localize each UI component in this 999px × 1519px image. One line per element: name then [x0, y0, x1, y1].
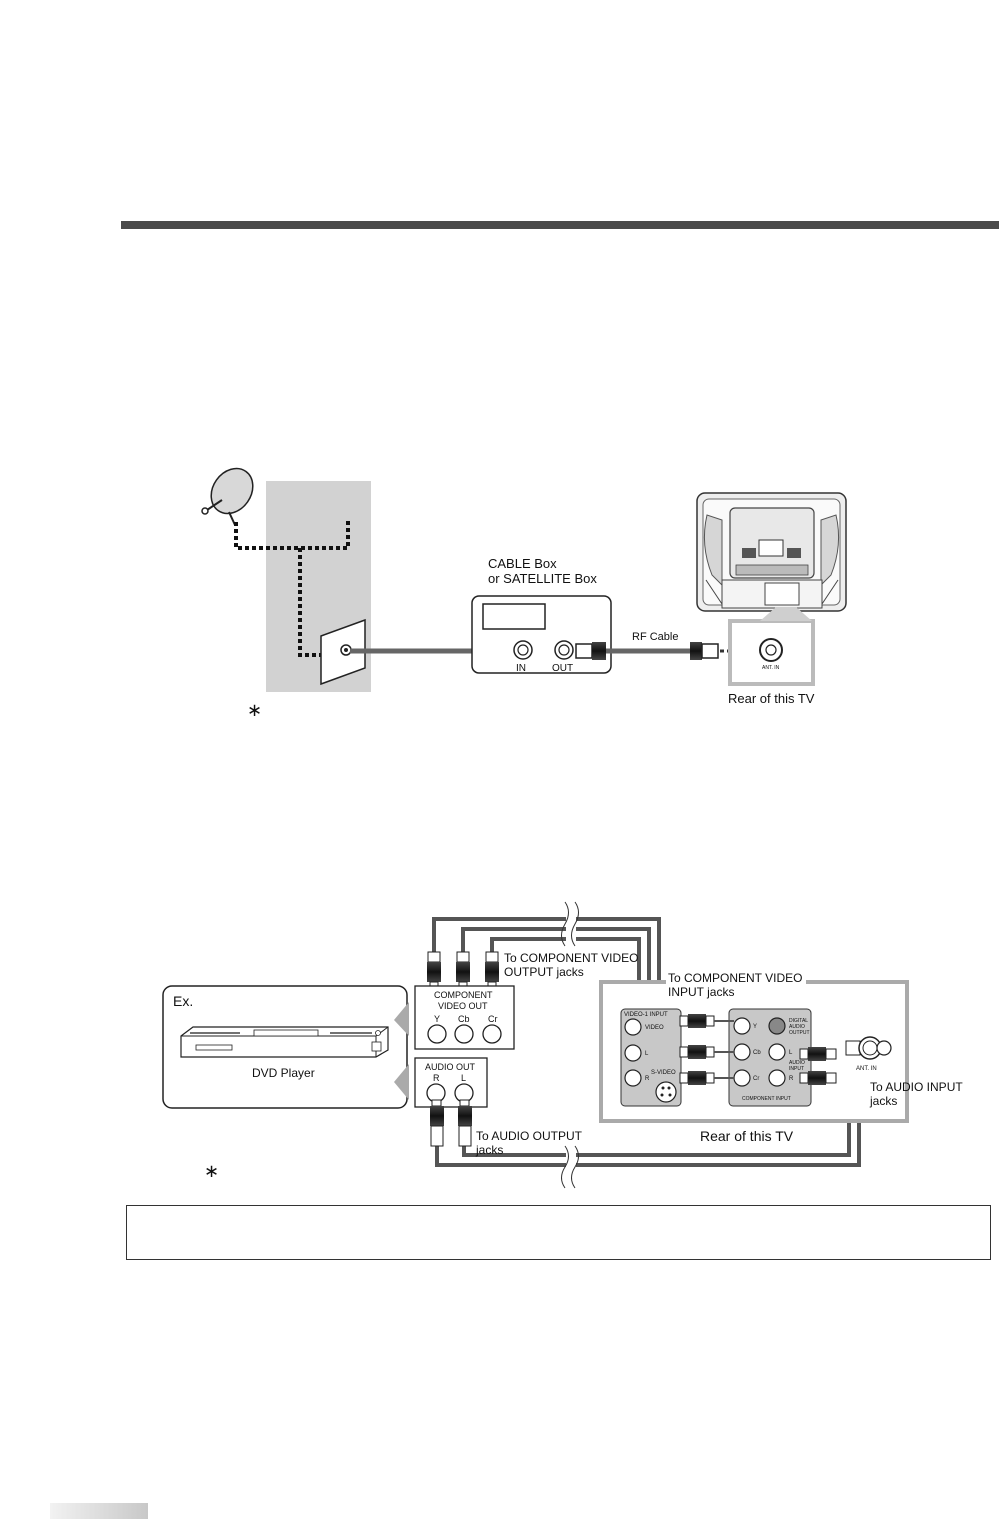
tv-component-plugs — [679, 1014, 734, 1085]
audio-input-line1: AUDIO — [789, 1060, 805, 1066]
audio-in-r-label: R — [789, 1076, 794, 1082]
comp-cb-label: Cb — [753, 1050, 761, 1056]
ex-label: Ex. — [173, 993, 193, 1009]
comp-cr-label: Cr — [753, 1076, 759, 1082]
dotted-cable-route — [234, 521, 350, 657]
out-jack-label: OUT — [552, 663, 573, 674]
cable-satellite-diagram: CABLE Box or SATELLITE Box IN OUT RF Cab… — [201, 467, 847, 720]
video1-r-label: R — [645, 1076, 650, 1082]
footnote-asterisk-2: ∗ — [204, 1161, 219, 1181]
to-audio-input-line2: jacks — [869, 1094, 897, 1108]
in-jack-label: IN — [516, 663, 526, 674]
rear-of-tv-label-1: Rear of this TV — [728, 691, 815, 706]
to-component-output-line2: OUTPUT jacks — [504, 965, 584, 979]
callout-pointer-audio — [394, 1064, 409, 1100]
to-component-output-line1: To COMPONENT VIDEO — [504, 951, 638, 965]
cable-box — [471, 595, 612, 674]
dvd-player-label: DVD Player — [252, 1066, 315, 1080]
footnote-asterisk-1: ∗ — [247, 700, 262, 720]
video1-input-label: VIDEO-1 INPUT — [624, 1012, 668, 1018]
component-video-out-line2: VIDEO OUT — [438, 1001, 488, 1011]
jack-cr-label: Cr — [488, 1014, 498, 1024]
video1-l-label: L — [645, 1051, 649, 1057]
audio-in-l-label: L — [789, 1050, 793, 1056]
jack-y-label: Y — [434, 1014, 440, 1024]
to-audio-output-line1: To AUDIO OUTPUT — [476, 1129, 583, 1143]
audio-out-label: AUDIO OUT — [425, 1062, 476, 1072]
audio-r-label: R — [433, 1073, 440, 1083]
component-video-diagram: To COMPONENT VIDEO OUTPUT jacks Ex. DVD … — [162, 901, 963, 1189]
dvd-player-icon — [180, 1026, 389, 1058]
digital-audio-line3: OUTPUT — [789, 1030, 810, 1036]
comp-y-label: Y — [753, 1024, 757, 1030]
tv-rear-icon — [696, 492, 847, 621]
audio-plugs — [430, 1099, 472, 1147]
to-component-input-line2: INPUT jacks — [668, 985, 734, 999]
rear-of-tv-label-2: Rear of this TV — [700, 1128, 794, 1144]
video-jack-label: VIDEO — [645, 1025, 664, 1031]
callout-pointer-video — [394, 1002, 409, 1036]
ant-in-label-2: ANT. IN — [856, 1066, 877, 1072]
cable-break-bottom — [561, 1145, 579, 1189]
ant-in-connector-icon — [845, 1036, 892, 1060]
ant-in-label: ANT. IN — [762, 665, 780, 671]
satellite-dish-icon — [201, 467, 254, 526]
cable-box-label-line2: or SATELLITE Box — [488, 571, 597, 586]
component-video-out-panel — [414, 985, 515, 1050]
jack-cb-label: Cb — [458, 1014, 470, 1024]
component-input-panel — [728, 1008, 812, 1107]
s-video-label: S-VIDEO — [651, 1070, 676, 1076]
component-input-label: COMPONENT INPUT — [742, 1096, 791, 1102]
component-video-out-line1: COMPONENT — [434, 990, 493, 1000]
section-header-rule — [121, 221, 999, 229]
to-audio-output-line2: jacks — [475, 1143, 503, 1157]
coax-plug-out — [575, 642, 606, 660]
to-component-input-line1: To COMPONENT VIDEO — [668, 971, 802, 985]
tv-audio-plugs — [799, 1047, 837, 1085]
digital-audio-line1: DIGITAL — [789, 1018, 808, 1024]
cable-break-top — [561, 901, 579, 947]
page-number-tab — [50, 1503, 148, 1519]
to-audio-input-line1: To AUDIO INPUT — [870, 1080, 963, 1094]
cable-box-label-line1: CABLE Box — [488, 556, 557, 571]
audio-l-label: L — [461, 1073, 466, 1083]
digital-audio-line2: AUDIO — [789, 1024, 805, 1030]
component-plugs — [427, 951, 499, 989]
video1-input-panel — [620, 1008, 682, 1107]
coax-plug-tv — [690, 642, 719, 660]
rf-cable-label: RF Cable — [632, 631, 678, 643]
note-box — [126, 1205, 991, 1260]
audio-input-line2: INPUT — [789, 1066, 804, 1072]
